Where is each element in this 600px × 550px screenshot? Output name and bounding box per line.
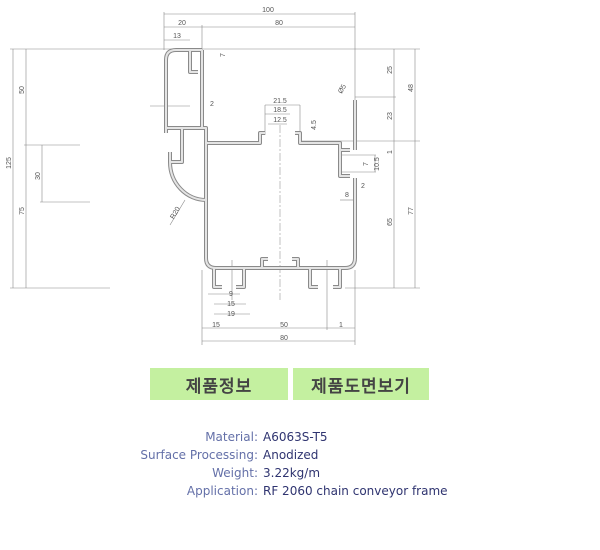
spec-row-application: Application: RF 2060 chain conveyor fram… [60, 482, 448, 500]
dim-label: 8 [345, 192, 349, 199]
dim-label: 2 [361, 183, 365, 190]
dim-label: 13 [173, 33, 181, 40]
dim-label: 80 [275, 20, 283, 27]
aluminum-profile [164, 48, 357, 289]
spec-value: 3.22kg/m [263, 466, 321, 480]
dim-label: 7 [363, 162, 370, 166]
dim-label: 15 [227, 301, 235, 308]
dim-label: 10.5 [374, 157, 381, 171]
dim-label: 1 [339, 322, 343, 329]
spec-label: Material: [205, 430, 258, 444]
dim-label: 21.5 [273, 98, 287, 105]
spec-label: Application: [186, 484, 258, 498]
dim-label: 19 [227, 311, 235, 318]
dim-label: 80 [280, 335, 288, 342]
dim-label: 18.5 [273, 107, 287, 114]
dim-label: 25 [387, 66, 394, 74]
dim-label: 50 [19, 86, 26, 94]
dim-label: 4.5 [311, 120, 318, 130]
dim-label: Ø5 [337, 83, 348, 95]
dim-label: 1 [387, 150, 394, 154]
spec-row-weight: Weight: 3.22kg/m [60, 464, 448, 482]
dimension-labels: 100 20 80 13 7 2 21.5 18.5 12.5 4.5 Ø5 2… [6, 7, 415, 342]
dim-label: 9 [229, 291, 233, 298]
spec-row-material: Material: A6063S-T5 [60, 428, 448, 446]
dim-label: 30 [35, 172, 42, 180]
dim-label: 20 [178, 20, 186, 27]
profile-drawing: 100 20 80 13 7 2 21.5 18.5 12.5 4.5 Ø5 2… [6, 7, 420, 345]
dim-label: 7 [220, 53, 227, 57]
spec-row-surface: Surface Processing: Anodized [60, 446, 448, 464]
spec-label: Surface Processing: [140, 448, 258, 462]
dimension-lines [10, 12, 420, 345]
dim-label: 50 [280, 322, 288, 329]
spec-label: Weight: [212, 466, 258, 480]
dim-label: 12.5 [273, 117, 287, 124]
dim-label: 48 [408, 84, 415, 92]
dim-label: 23 [387, 112, 394, 120]
spec-value: A6063S-T5 [263, 430, 328, 444]
dim-label: 2 [210, 101, 214, 108]
dim-label: 15 [212, 322, 220, 329]
dim-label: 125 [6, 157, 13, 169]
dim-label: 77 [408, 207, 415, 215]
spec-value: RF 2060 chain conveyor frame [263, 484, 448, 498]
dim-label: 100 [262, 7, 274, 14]
view-drawing-button[interactable]: 제품도면보기 [293, 368, 429, 400]
spec-value: Anodized [263, 448, 319, 462]
spec-list: Material: A6063S-T5 Surface Processing: … [60, 428, 448, 500]
product-info-button[interactable]: 제품정보 [150, 368, 288, 400]
dim-label: 75 [19, 207, 26, 215]
dim-label: 65 [387, 218, 394, 226]
